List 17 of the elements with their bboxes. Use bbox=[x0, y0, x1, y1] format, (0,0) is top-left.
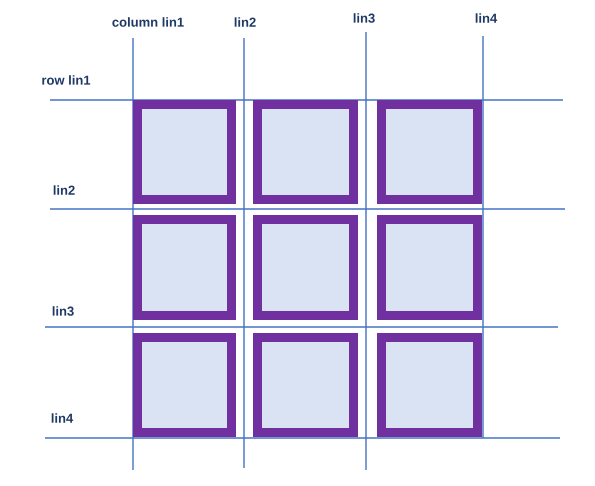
grid-line-label: lin3 bbox=[354, 13, 375, 23]
grid-line-label: lin2 bbox=[54, 185, 75, 195]
grid-line-label: lin4 bbox=[52, 413, 74, 423]
grid-line-label: row lin1 bbox=[42, 75, 90, 85]
grid-item bbox=[253, 215, 358, 320]
grid-item bbox=[377, 215, 482, 320]
grid-item bbox=[133, 215, 236, 320]
grid-item bbox=[253, 100, 358, 204]
grid-item bbox=[377, 100, 482, 204]
grid-item bbox=[133, 333, 236, 437]
grid-item bbox=[133, 100, 236, 204]
grid-line-label: lin3 bbox=[52, 306, 74, 316]
grid-line-label: lin2 bbox=[234, 17, 256, 27]
grid-line-label: column lin1 bbox=[112, 17, 184, 27]
grid-line-label: lin4 bbox=[476, 13, 498, 23]
grid-item bbox=[253, 333, 358, 437]
grid-item bbox=[377, 333, 482, 437]
